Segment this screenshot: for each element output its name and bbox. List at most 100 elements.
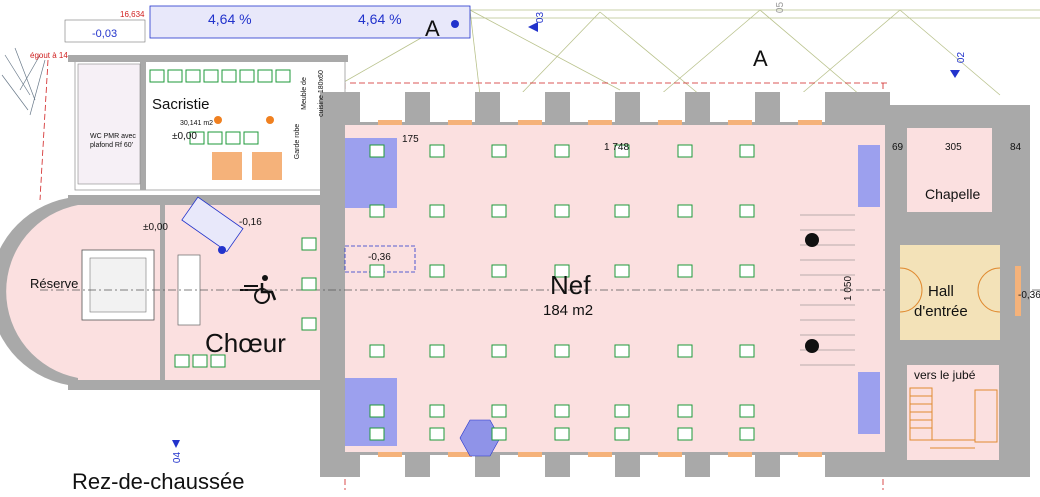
chairs	[149, 69, 755, 441]
chair	[429, 404, 445, 418]
chair	[491, 204, 507, 218]
chair	[614, 344, 630, 358]
chair	[554, 404, 570, 418]
chair	[192, 354, 208, 368]
room-hall-line1: Hall	[928, 283, 954, 300]
chair	[429, 427, 445, 441]
room-jube: vers le jubé	[914, 368, 976, 382]
chair	[554, 344, 570, 358]
level-top-height: 16,634	[120, 10, 145, 19]
note-garde-robe: Garde robe	[294, 123, 302, 160]
level-top-left: -0,03	[92, 28, 118, 40]
chair	[369, 264, 385, 278]
chair	[614, 264, 630, 278]
sacristie-wall	[68, 55, 348, 62]
level-marker	[218, 246, 226, 254]
slope-label: 4,64 %	[208, 11, 252, 27]
hall-floor	[900, 245, 1000, 340]
chair	[554, 427, 570, 441]
level-nef: -0,36	[368, 252, 391, 263]
note-wc: WC PMR avec	[90, 133, 136, 140]
chair	[677, 404, 693, 418]
chair	[429, 144, 445, 158]
chair	[491, 344, 507, 358]
level-hall: -0,36	[1018, 290, 1040, 301]
note-meuble2: cuisine 180x60	[317, 70, 325, 117]
grid-flags	[172, 22, 960, 448]
font-hexagon	[459, 419, 501, 457]
pillar	[805, 339, 819, 353]
grid-ref: 05	[775, 1, 787, 14]
chair	[429, 204, 445, 218]
room-sacristie: Sacristie	[152, 96, 210, 113]
chair	[491, 427, 507, 441]
chair	[429, 264, 445, 278]
section-mark: A	[425, 16, 440, 41]
room-nef: Nef	[550, 270, 591, 300]
chair	[301, 277, 317, 291]
chair	[301, 317, 317, 331]
room-choeur: Chœur	[205, 328, 286, 358]
roof-sketch	[329, 9, 1040, 96]
apse-floor	[6, 205, 338, 380]
chair	[554, 144, 570, 158]
chair	[739, 264, 755, 278]
sacristie-inner-wall	[140, 60, 146, 190]
chair	[739, 427, 755, 441]
chair	[677, 344, 693, 358]
chair	[554, 264, 570, 278]
spiral-stair	[909, 387, 998, 449]
note-meuble: Meuble de	[300, 77, 308, 110]
dim-nef-width: 1 050	[843, 275, 855, 302]
chair	[225, 131, 241, 145]
room-reserve: Réserve	[30, 276, 79, 291]
choeur-ramp	[181, 196, 244, 253]
chair	[677, 144, 693, 158]
ramp-strip	[64, 19, 146, 43]
nef-buttresses	[360, 92, 825, 480]
dim-nef-offset: 175	[402, 134, 419, 145]
chair	[203, 69, 219, 83]
chair	[677, 264, 693, 278]
entrance-doors	[899, 267, 1001, 313]
chair	[614, 144, 630, 158]
chair	[491, 264, 507, 278]
chair	[167, 69, 183, 83]
chair	[149, 69, 165, 83]
room-nef-area: 184 m2	[543, 302, 594, 319]
nef-floor	[345, 125, 885, 452]
chapelle-floor	[907, 128, 992, 212]
chair	[554, 204, 570, 218]
chair	[491, 404, 507, 418]
note-egout: égout à 14	[30, 51, 68, 60]
chair	[189, 131, 205, 145]
column-marker	[214, 116, 222, 124]
note-wc2: plafond Rf 60'	[90, 142, 133, 149]
chair	[257, 69, 273, 83]
chair	[369, 427, 385, 441]
dim-chapelle-right: 84	[1010, 142, 1022, 153]
ramp-strip	[149, 5, 471, 39]
level-marker	[451, 20, 459, 28]
chair	[677, 204, 693, 218]
tribune-blue-top	[858, 145, 880, 207]
chair	[369, 344, 385, 358]
column-marker	[266, 116, 274, 124]
chair	[185, 69, 201, 83]
cabinet	[212, 152, 242, 180]
chair	[369, 204, 385, 218]
pillar	[805, 233, 819, 247]
cabinet	[252, 152, 282, 180]
chair	[221, 69, 237, 83]
chair	[369, 404, 385, 418]
note-sacristie-area: 30,141 m2	[180, 120, 214, 127]
room-chapelle: Chapelle	[925, 186, 981, 202]
dim-chapelle-left: 69	[892, 142, 904, 153]
chair	[677, 427, 693, 441]
chair	[614, 204, 630, 218]
entrance-door	[1015, 266, 1021, 316]
grid-ref: 04	[172, 451, 184, 464]
chair	[429, 344, 445, 358]
chair	[614, 404, 630, 418]
level-reserve: ±0,00	[143, 222, 168, 233]
